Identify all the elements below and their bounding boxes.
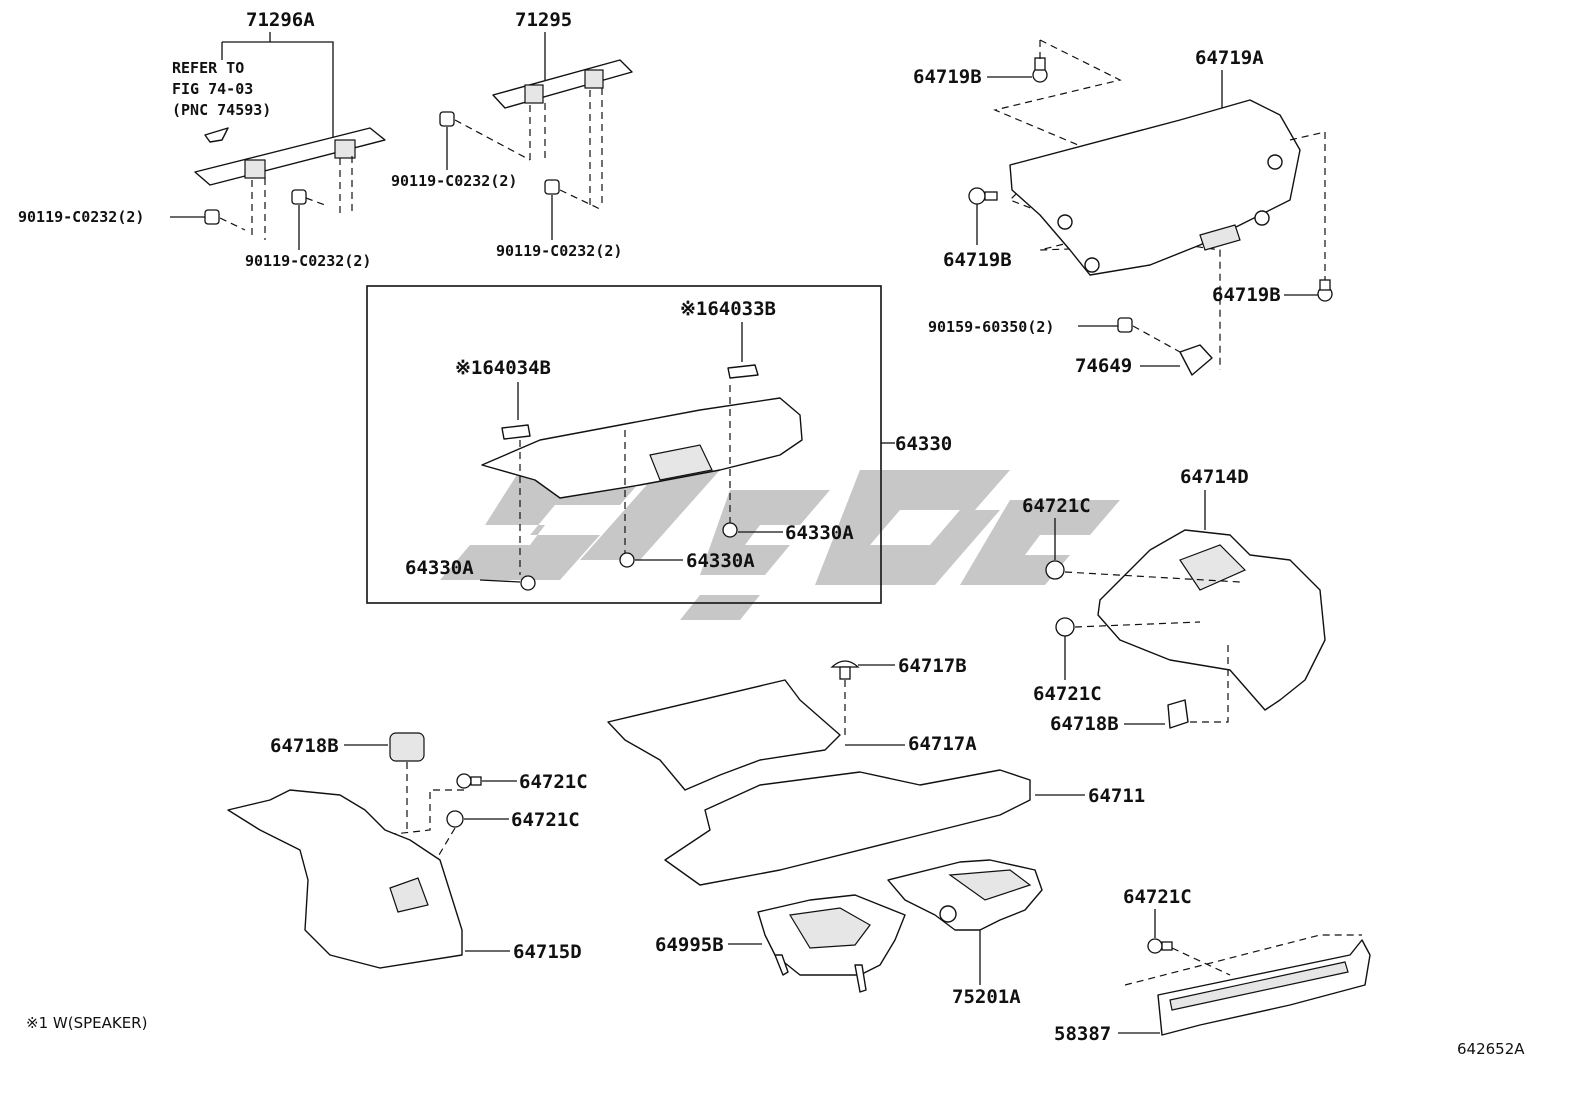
trim-hole (1254, 210, 1270, 226)
clip-icon (1032, 57, 1048, 83)
part-58387-group: 64721C 58387 (1054, 886, 1371, 1045)
clip-icon (1045, 560, 1241, 583)
package-tray-frame (366, 285, 882, 604)
bolt-icon (544, 179, 560, 195)
clip-icon (968, 187, 998, 205)
tool-tray-75201A (887, 859, 1043, 931)
package-tray-recess (649, 444, 713, 481)
clip-symbol (204, 127, 229, 143)
trim-hole (1084, 257, 1100, 273)
label-74649: 74649 (1075, 355, 1132, 377)
label-64711: 64711 (1088, 785, 1145, 807)
part-75201A-group: 75201A (887, 859, 1043, 1008)
speaker-cover-64034B (501, 424, 531, 440)
label-64330A-left: 64330A (405, 557, 474, 579)
scuff-plate-tab-right (334, 139, 356, 159)
label-64717B: 64717B (898, 655, 967, 677)
label-64995B: 64995B (655, 934, 724, 956)
scuff-plate-tab-left (244, 159, 266, 179)
trim-hole (1267, 154, 1283, 170)
scuff-plate-tab-left (524, 84, 544, 104)
label-64721C-left-upper: 64721C (519, 771, 588, 793)
vent-64718B (1167, 699, 1189, 729)
clip-icon (456, 773, 482, 789)
part-64995B-group: 64995B (655, 894, 906, 993)
side-trim-opening (389, 877, 429, 913)
clip-icon (1317, 279, 1333, 302)
label-64330A-right: 64330A (785, 522, 854, 544)
label-71295: 71295 (515, 9, 572, 31)
figure-id: 642652A (1457, 1040, 1525, 1058)
tool-tray-boss (939, 905, 957, 923)
clip-icon (1147, 938, 1173, 954)
label-64719B-left: 64719B (943, 249, 1012, 271)
tray-recess (789, 907, 871, 949)
part-64330-group: 64330 ※164033B ※164034B 64330A 64330A 64… (366, 285, 952, 604)
label-58387: 58387 (1054, 1023, 1111, 1045)
refer-note-line3: (PNC 74593) (172, 101, 271, 119)
clip-icon (520, 575, 536, 591)
label-bolt-left-bottom: 90119-C0232(2) (245, 252, 371, 270)
label-64330A-mid: 64330A (686, 550, 755, 572)
clip-icon (830, 660, 860, 680)
label-64721C-lower: 64721C (1033, 683, 1102, 705)
trunk-side-trim-64715D (227, 789, 463, 969)
trunk-mat-64711 (664, 769, 1031, 886)
label-64721C-bottom: 64721C (1123, 886, 1192, 908)
label-64717A: 64717A (908, 733, 977, 755)
refer-note-line2: FIG 74-03 (172, 80, 253, 98)
label-64033B: ※164033B (680, 298, 776, 320)
part-64714D-group: 64714D 64721C 64721C 64718B (1022, 466, 1326, 735)
scuff-plate-strip (1169, 961, 1349, 1011)
speaker-cover-64033B (727, 364, 759, 379)
label-64719A: 64719A (1195, 47, 1264, 69)
part-71296A-group: 71296A REFER TO FIG 74-03 (PNC 74593) 90… (18, 9, 386, 270)
label-71296A: 71296A (246, 9, 315, 31)
label-64034B: ※164034B (455, 357, 551, 379)
label-bolt-mid-upper: 90119-C0232(2) (391, 172, 517, 190)
clip-icon (619, 552, 635, 568)
refer-note-line1: REFER TO (172, 59, 244, 77)
label-64330: 64330 (895, 433, 952, 455)
bracket-74649 (1179, 344, 1213, 376)
scuff-plate-71295 (492, 59, 633, 109)
label-64715D: 64715D (513, 941, 582, 963)
bolt-icon (204, 209, 246, 231)
label-64721C-left-lower: 64721C (511, 809, 580, 831)
part-64715D-group: 64718B 64721C 64721C 64715D (227, 732, 588, 969)
clip-icon (446, 810, 464, 828)
trim-hole (1057, 214, 1073, 230)
label-64721C-upper: 64721C (1022, 495, 1091, 517)
package-tray-64330 (481, 397, 803, 499)
part-64711-group: 64717B 64717A 64711 (607, 655, 1145, 886)
label-64718B-left: 64718B (270, 735, 339, 757)
bolt-icon (439, 111, 455, 127)
label-bolt-90159: 90159-60350(2) (928, 318, 1054, 336)
trim-handle-recess (1199, 224, 1241, 251)
footnote: ※1 W(SPEAKER) (26, 1014, 147, 1032)
trunk-side-trim-64714D (1097, 529, 1326, 711)
side-trim-pocket (1179, 544, 1247, 591)
label-64714D: 64714D (1180, 466, 1249, 488)
trunk-lid-trim-64719A (1009, 99, 1301, 276)
label-bolt-mid-lower: 90119-C0232(2) (496, 242, 622, 260)
scuff-plate-tab-right (584, 69, 604, 89)
part-64719A-group: 64719B 64719A 64719B 64719B 90159-60350(… (913, 39, 1333, 377)
part-71295-group: 71295 90119-C0232(2) 90119-C0232(2) (391, 9, 633, 260)
bolt-icon (1117, 317, 1181, 353)
clip-icon (722, 522, 738, 538)
tray-legs (774, 954, 867, 993)
tool-tray-recess (948, 869, 1032, 901)
watermark-logo (440, 470, 1120, 620)
label-64719B-top: 64719B (913, 66, 982, 88)
label-bolt-left: 90119-C0232(2) (18, 208, 144, 226)
floor-trim-64717A (607, 679, 841, 791)
bolt-icon (291, 189, 326, 206)
label-75201A: 75201A (952, 986, 1021, 1008)
label-64719B-right: 64719B (1212, 284, 1281, 306)
vent-64718B (389, 732, 425, 762)
label-64718B-right: 64718B (1050, 713, 1119, 735)
